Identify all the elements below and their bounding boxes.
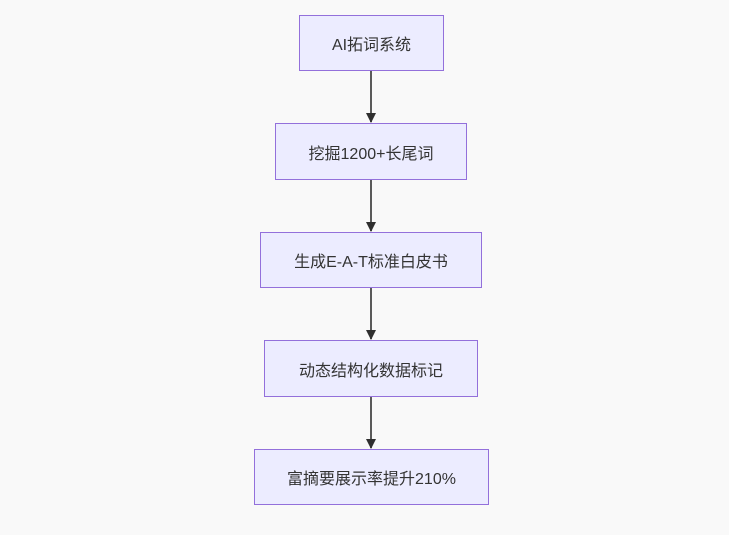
flow-node-label: 挖掘1200+长尾词 xyxy=(308,145,434,163)
flow-arrow-1 xyxy=(366,71,376,123)
flow-node-eat-whitepaper: 生成E-A-T标准白皮书 xyxy=(260,232,482,288)
flow-node-label: 动态结构化数据标记 xyxy=(298,362,443,380)
flow-arrow-2 xyxy=(366,180,376,232)
flow-arrow-4 xyxy=(366,397,376,449)
flow-node-label: AI拓词系统 xyxy=(331,37,412,54)
flow-node-label: 富摘要展示率提升210% xyxy=(287,471,456,488)
flow-node-ai-word-expansion-system: AI拓词系统 xyxy=(299,15,444,71)
flow-node-label: 生成E-A-T标准白皮书 xyxy=(294,254,448,271)
flow-node-structured-data-markup: 动态结构化数据标记 xyxy=(264,340,478,397)
flow-node-rich-snippet-rate: 富摘要展示率提升210% xyxy=(254,449,489,505)
flow-node-longtail-keywords: 挖掘1200+长尾词 xyxy=(275,123,467,180)
flow-arrow-3 xyxy=(366,288,376,340)
